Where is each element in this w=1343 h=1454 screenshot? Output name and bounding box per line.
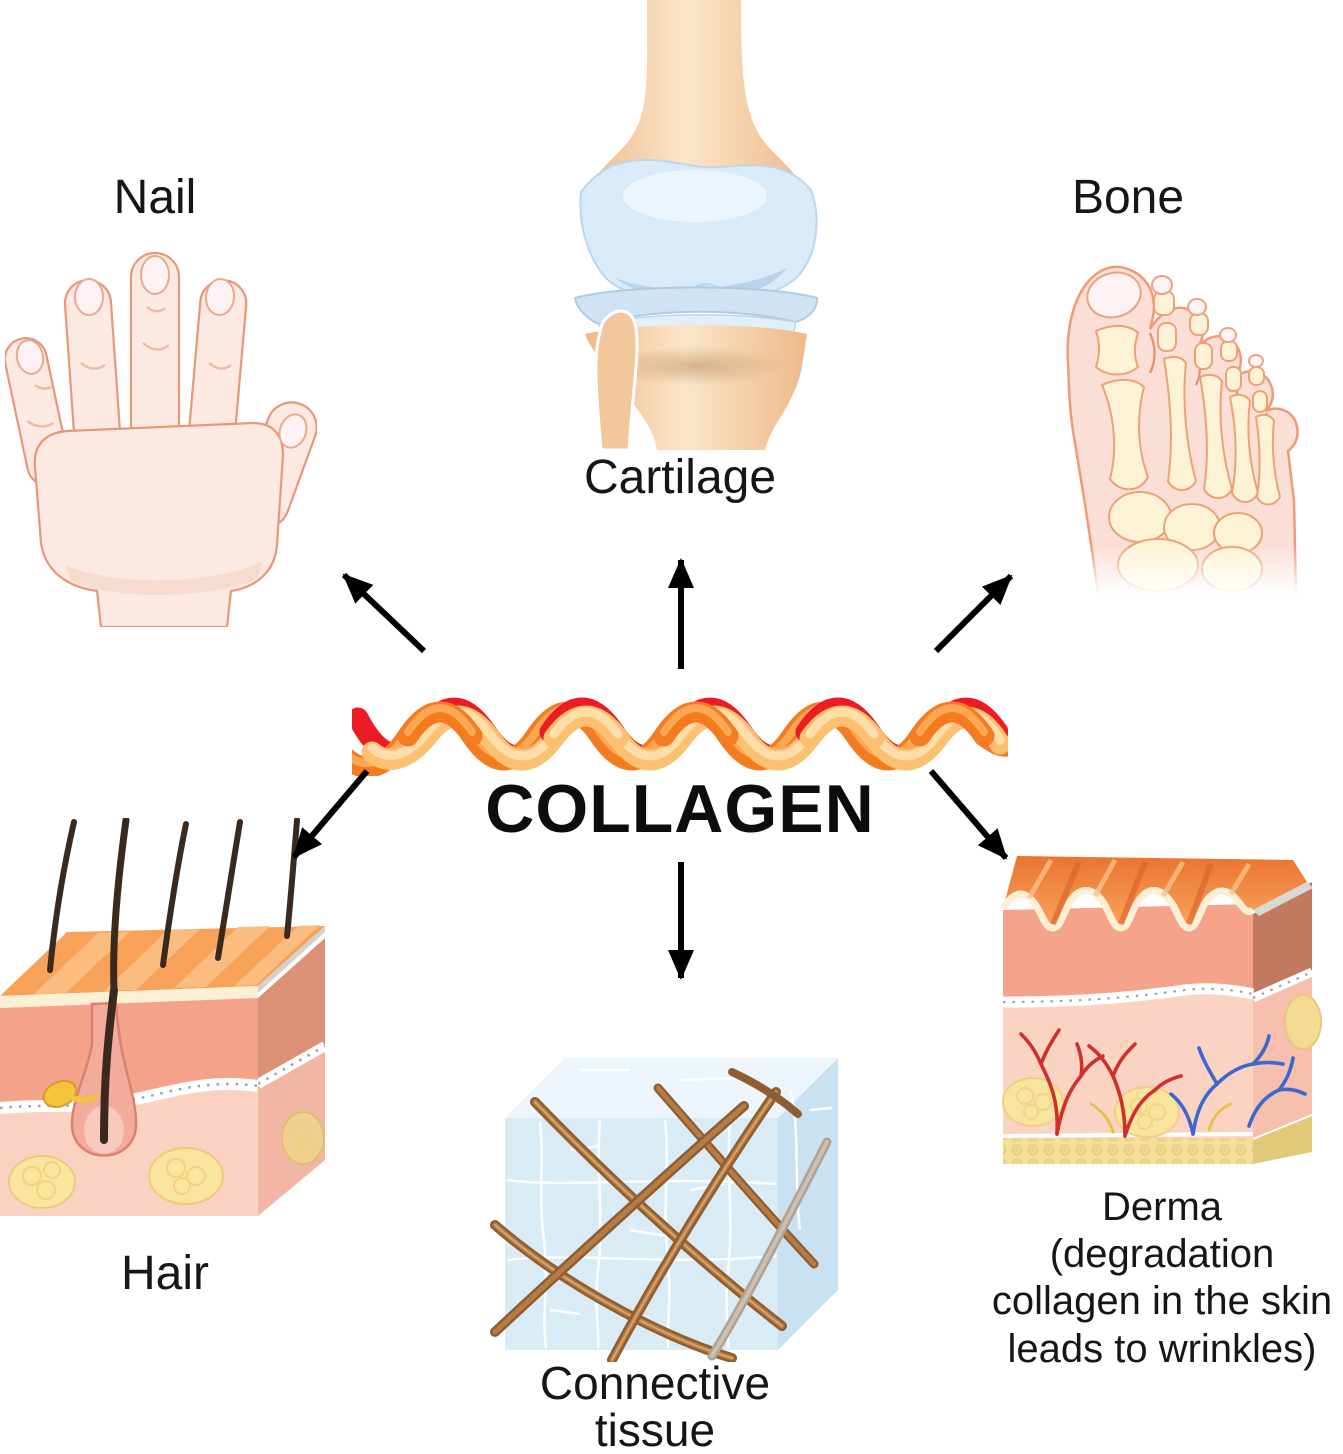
connective-tissue-cube-illustration <box>490 1058 838 1362</box>
hair-follicle <box>42 986 138 1157</box>
collagen-fibers <box>490 1068 832 1362</box>
hand-nail-illustration <box>5 251 317 627</box>
arrow-to-nail <box>341 572 427 654</box>
arrow-to-bone <box>933 573 1014 654</box>
bone-label: Bone <box>1071 171 1185 224</box>
derma-fat-lobules <box>1002 994 1322 1138</box>
hair-label: Hair <box>120 1247 209 1300</box>
knee-joint-illustration <box>573 0 819 450</box>
derma-label: Derma (degradation collagen in the skin … <box>991 1185 1333 1371</box>
collagen-fiber-illustration <box>352 697 1008 776</box>
blood-vessels <box>1019 1028 1307 1138</box>
collagen-title: COLLAGEN <box>485 771 875 847</box>
nail-label: Nail <box>113 171 197 224</box>
derma-skin-block-illustration <box>1000 856 1322 1164</box>
foot-bone-illustration <box>1060 265 1320 595</box>
connective-tissue-label: Connective tissue <box>539 1357 771 1454</box>
cartilage-label: Cartilage <box>583 451 777 504</box>
hair-skin-block-illustration <box>0 818 328 1216</box>
fat-lobules <box>8 1111 325 1209</box>
